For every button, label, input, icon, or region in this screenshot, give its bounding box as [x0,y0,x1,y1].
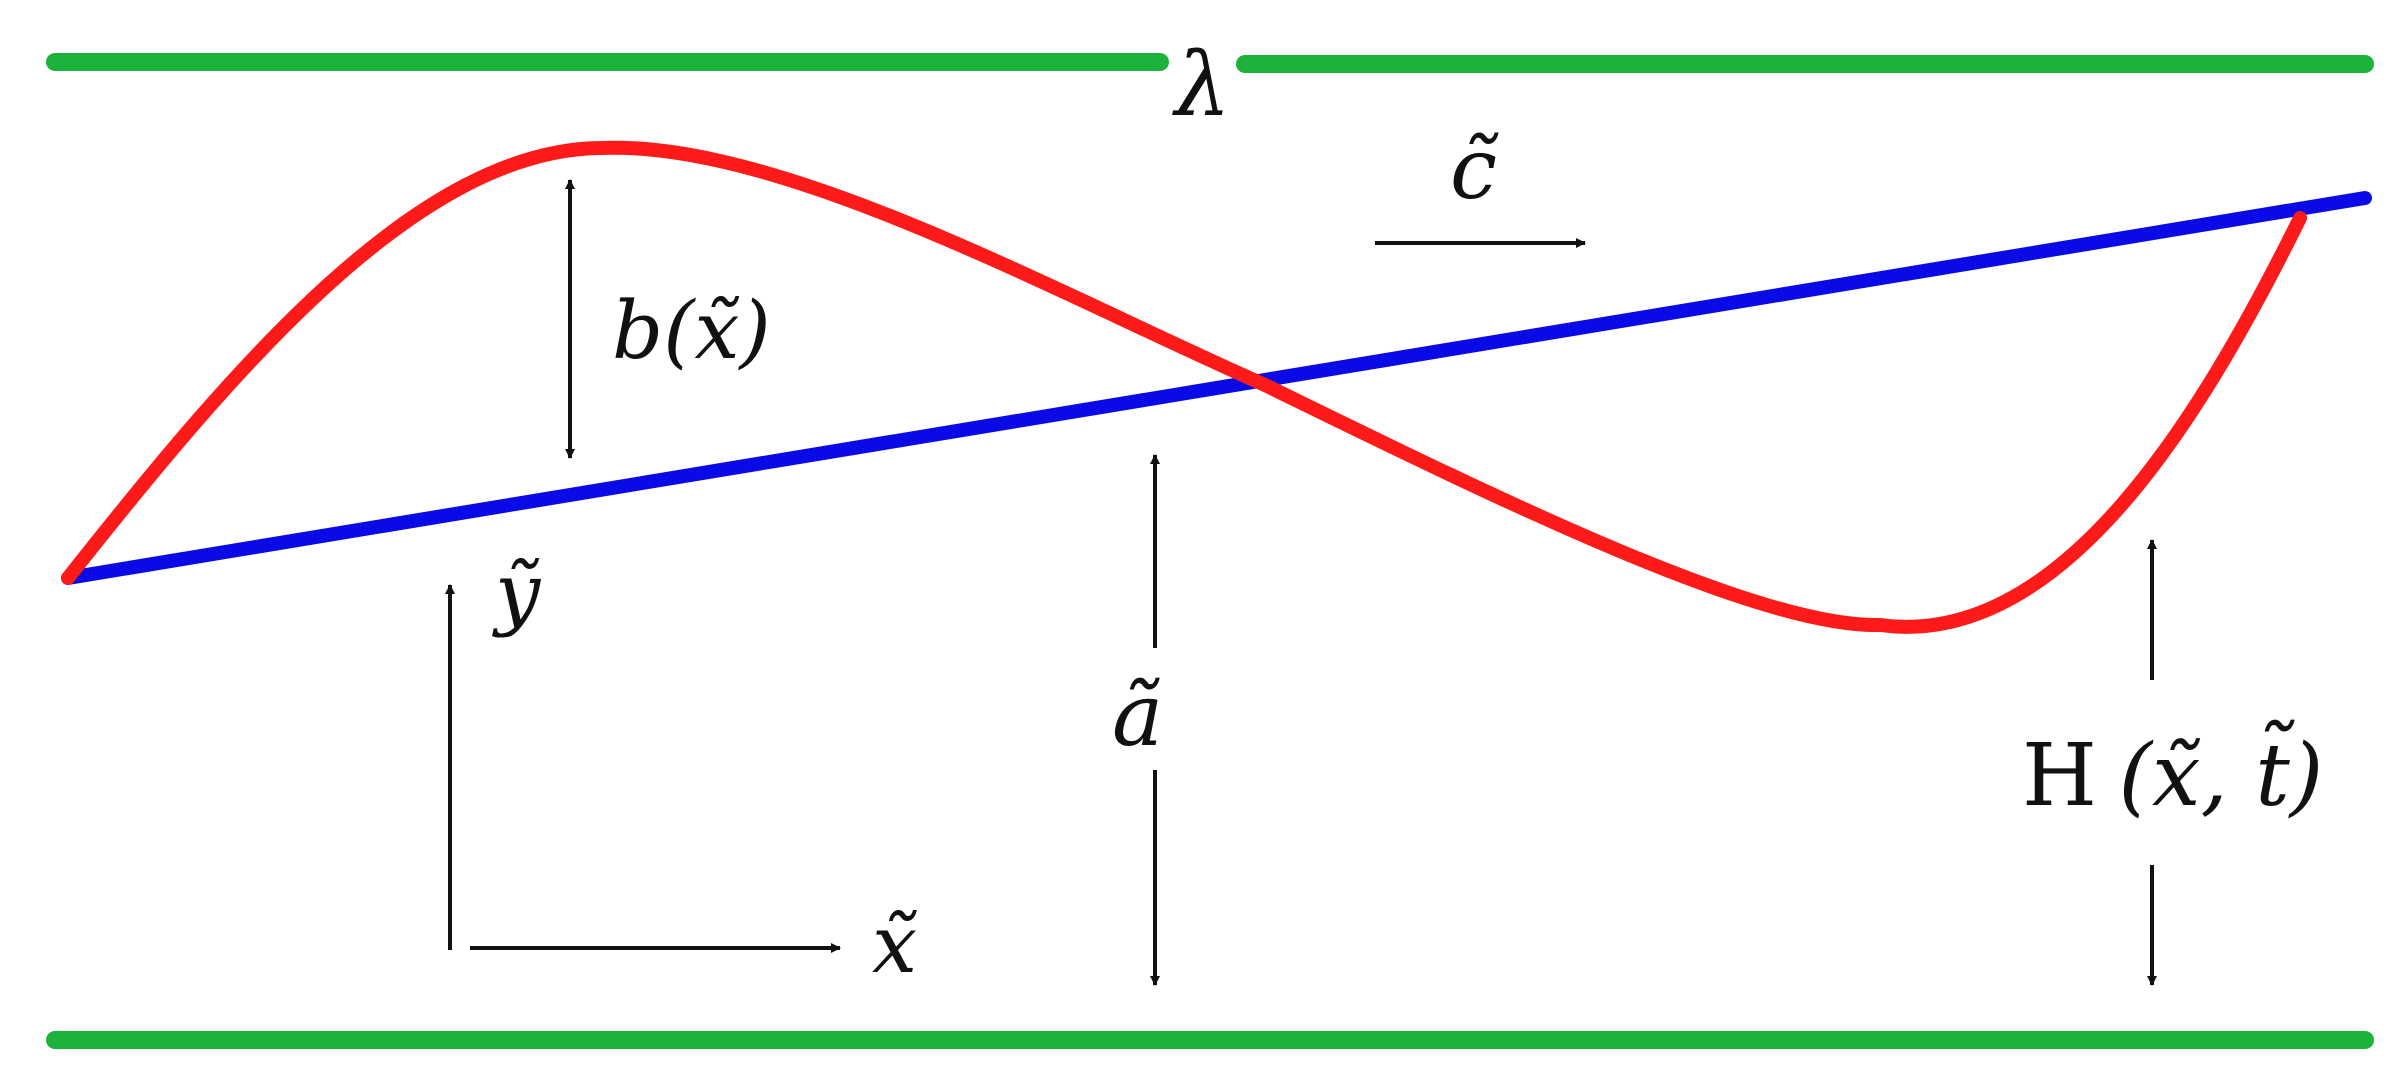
height-label-args: (x̃, t̃) [2119,719,2324,826]
wavelength-label: λ [1172,33,1231,136]
wave-speed-label: c̃ [1450,120,1499,218]
x-axis-label: x̃ [872,898,917,991]
half-width-label: ã [1112,666,1163,766]
height-label-prefix: H [2022,726,2097,826]
mean-line [61,191,2372,585]
wave-profile [61,140,2307,634]
y-axis-label: ỹ [492,546,542,639]
height-label: H (x̃, t̃) [2022,719,2323,826]
amplitude-label: b(x̃) [612,284,771,377]
